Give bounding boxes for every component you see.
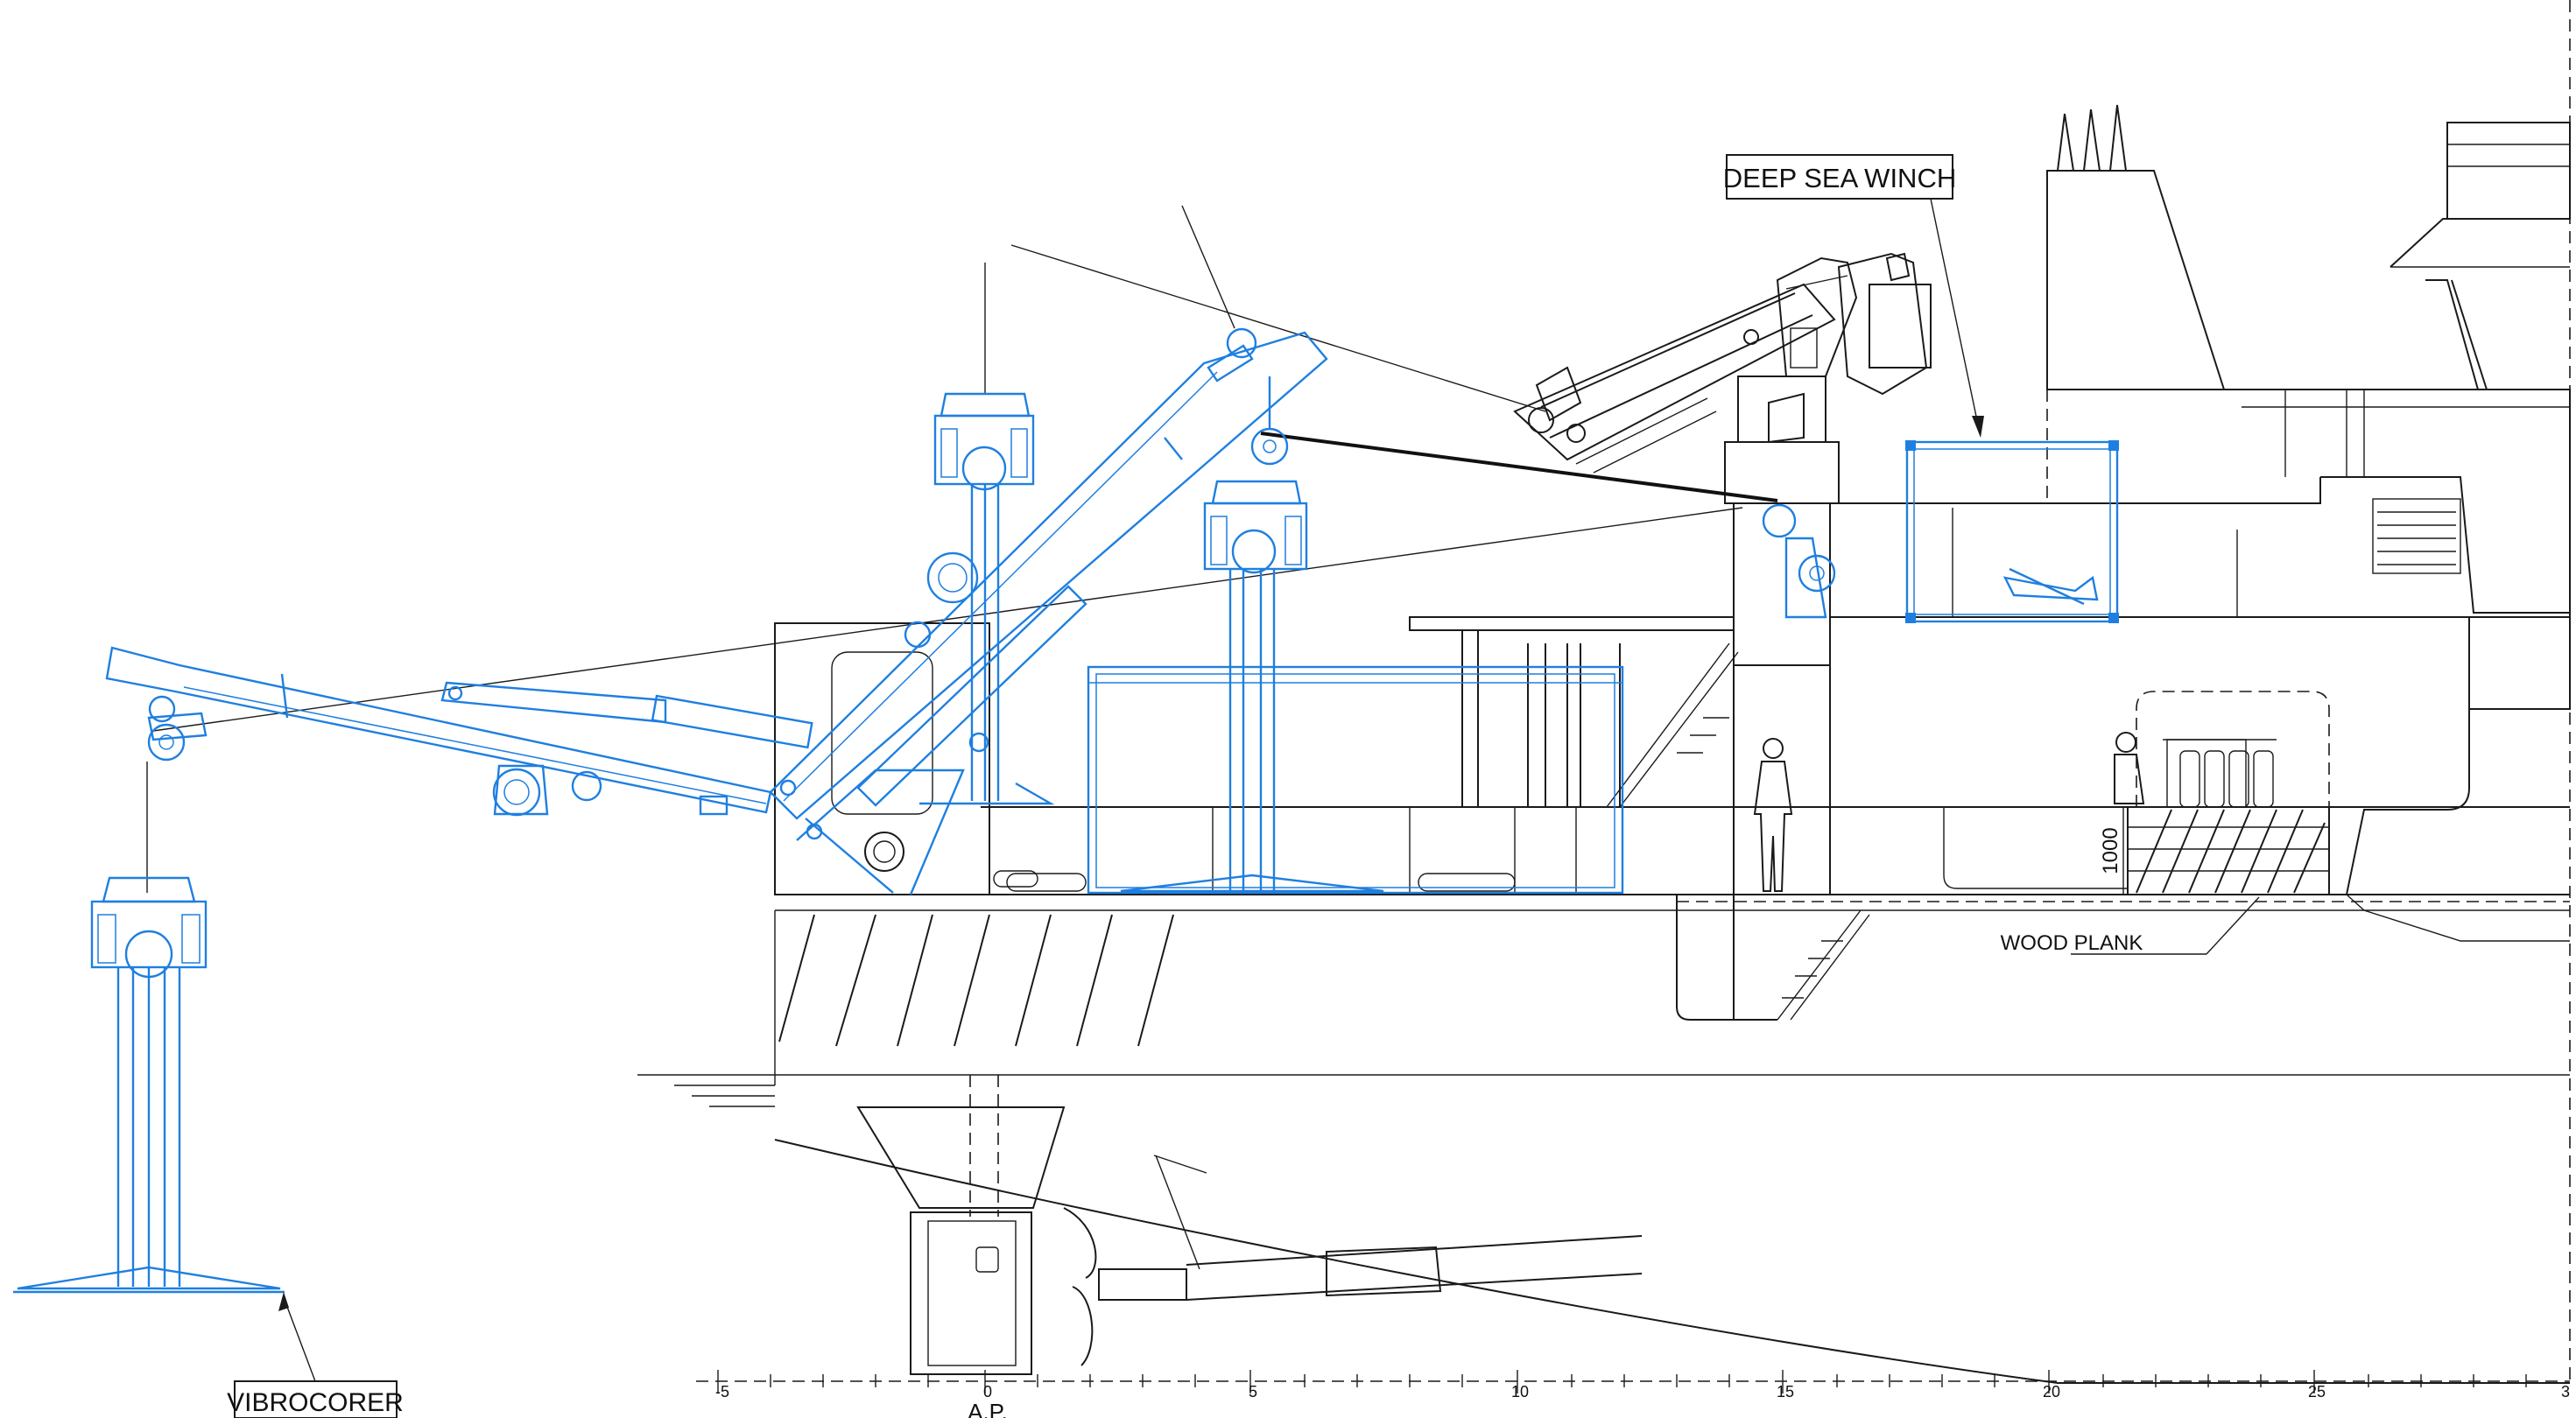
aft-a-frame-sheaves	[1762, 503, 1836, 619]
stairway	[1606, 642, 1870, 1021]
ruler-tick-label: 15	[1777, 1383, 1794, 1400]
knuckle-boom-crane	[1513, 252, 1932, 504]
label-deep-sea-winch: DEEP SEA WINCH	[1723, 154, 1984, 438]
vibrocorer-standing	[13, 876, 285, 1294]
wire-ropes	[146, 205, 1778, 893]
corer-frame-center	[919, 392, 1055, 805]
gas-cylinders	[2163, 739, 2277, 808]
corer-frame-gantry	[1120, 480, 1384, 893]
container-frame	[1087, 665, 1624, 895]
ruler-tick-label: 5	[1249, 1383, 1257, 1400]
dimension-1000-label: 1000	[2099, 827, 2122, 874]
wood-plank-stack	[2127, 691, 2330, 895]
wood-plank-label: WOOD PLANK	[2001, 931, 2143, 955]
deep-sea-winch-unit	[1905, 440, 2119, 623]
crew-figure-deck	[1753, 738, 1793, 892]
deck-hatching	[778, 914, 1174, 1047]
aft-perpendicular-label: A.P.	[968, 1399, 1008, 1418]
vibrocorer-label: VIBROCORER	[227, 1388, 404, 1417]
label-wood-plank: WOOD PLANK	[2001, 896, 2260, 955]
frame-ruler: -5 0 5 10 15 20 25 3 A.P.	[696, 1370, 2570, 1418]
ruler-tick-label: 3	[2561, 1383, 2570, 1400]
ruler-tick-label: -5	[715, 1383, 729, 1400]
extended-side-boom	[105, 646, 813, 817]
label-vibrocorer: VIBROCORER	[227, 1292, 404, 1418]
vibrocorer-launch-boom	[769, 327, 1328, 895]
ruler-tick-label: 25	[2308, 1383, 2326, 1400]
deep-sea-winch-label: DEEP SEA WINCH	[1723, 163, 1956, 193]
crew-figure-plank	[2114, 732, 2145, 804]
hull-structure	[637, 0, 2571, 1384]
ruler-tick-label: 20	[2043, 1383, 2060, 1400]
ruler-tick-label: 0	[983, 1383, 992, 1400]
ruler-tick-label: 10	[1511, 1383, 1529, 1400]
